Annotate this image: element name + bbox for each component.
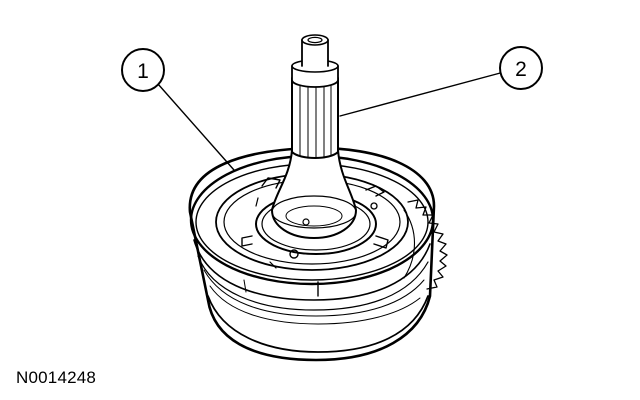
leader-line-1 [157,83,235,171]
callout-2-label: 2 [515,58,527,81]
leader-line-2 [339,71,505,117]
callout-1: 1 [121,48,165,92]
figure-id: N0014248 [16,368,97,387]
callout-2: 2 [499,46,543,90]
callout-1-label: 1 [137,60,149,83]
input-shaft [271,34,357,239]
